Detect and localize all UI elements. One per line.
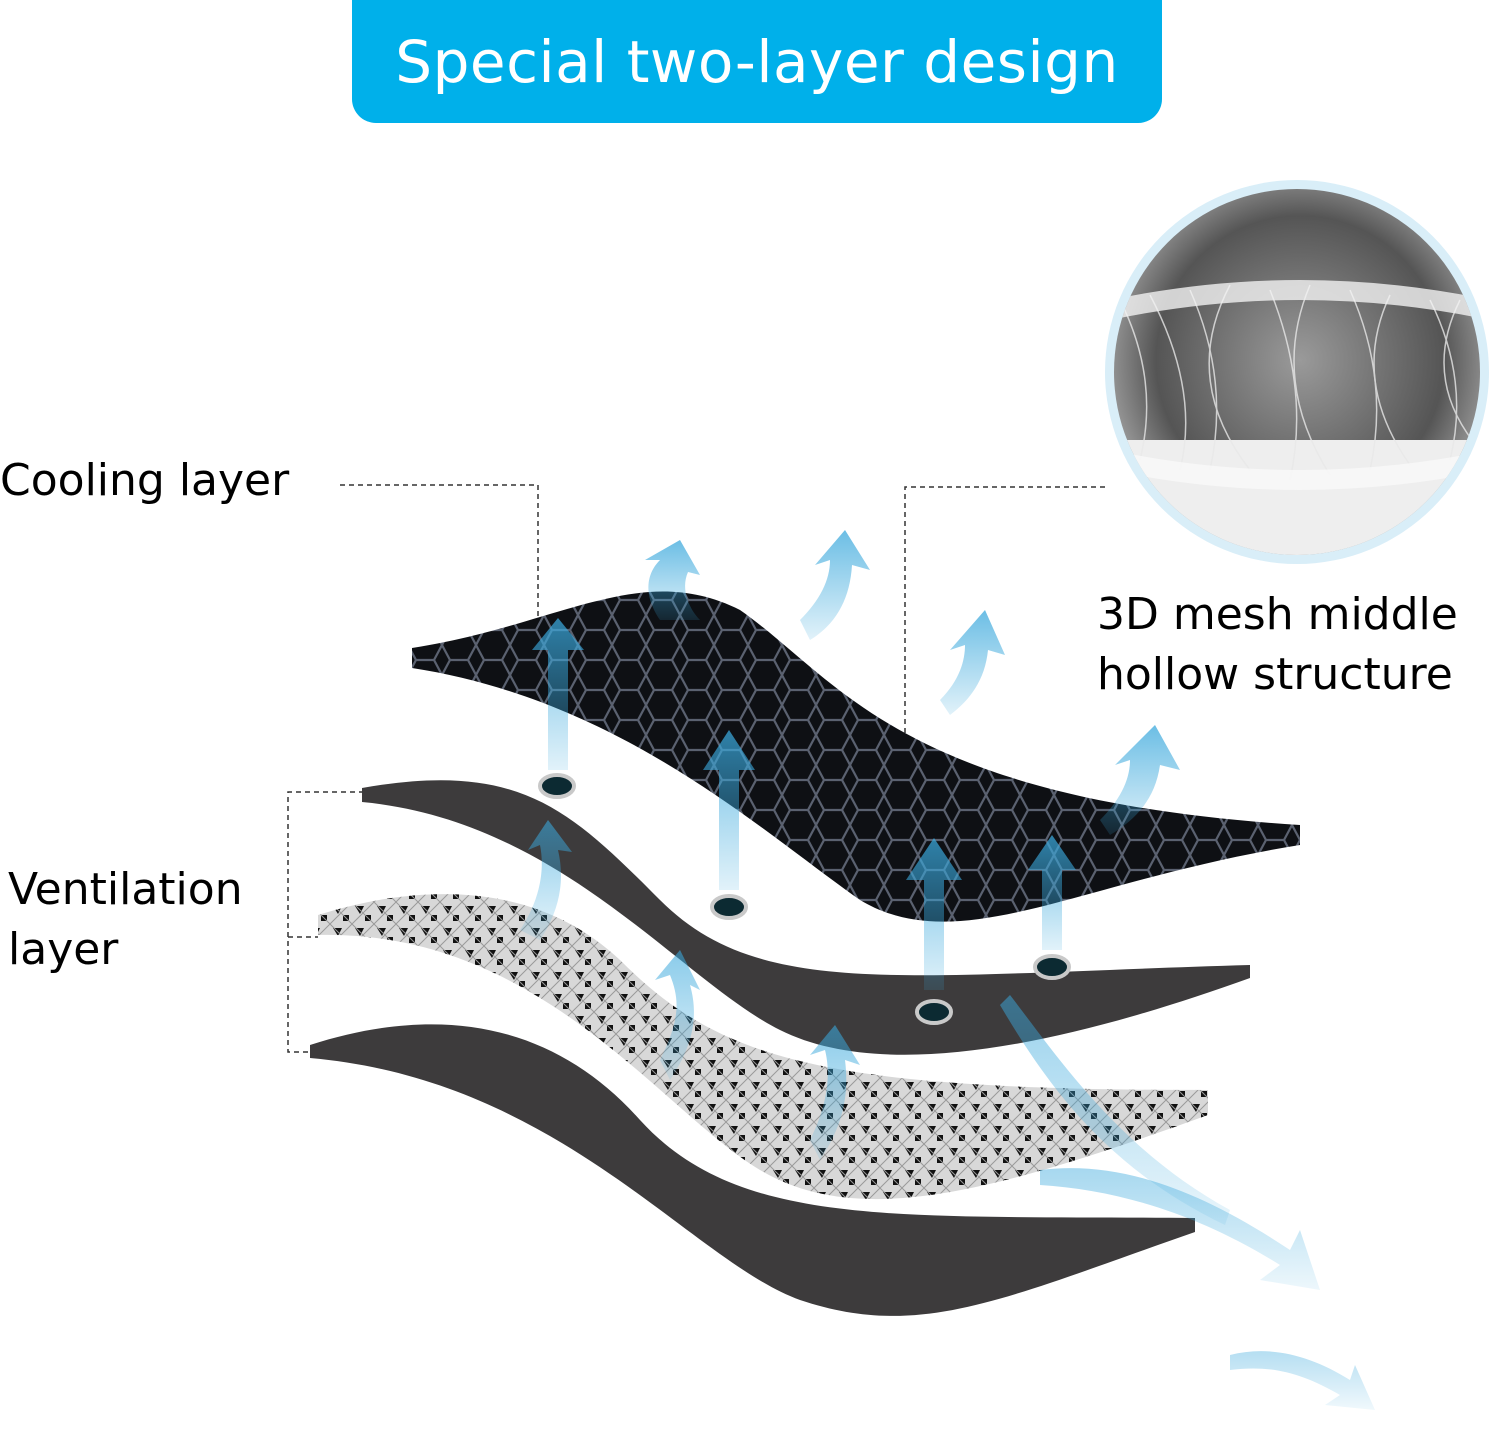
grommets — [538, 773, 1071, 1025]
bottom-sheet-layer — [310, 1024, 1195, 1316]
ventilation-layer-label-line1: Ventilation — [8, 864, 243, 915]
mesh-structure-label-line2: hollow structure — [1097, 649, 1453, 700]
cooling-mesh-layer — [412, 591, 1300, 922]
mesh-closeup-inset — [1105, 180, 1489, 564]
ventilation-layer-label-line2: layer — [8, 924, 119, 975]
cooling-layer-label: Cooling layer — [0, 455, 290, 506]
airflow-arrows — [520, 530, 1375, 1410]
leader-lines — [287, 484, 1105, 1053]
middle-sheet-layer — [362, 780, 1250, 1055]
mesh-structure-label-line1: 3D mesh middle — [1097, 589, 1458, 640]
ventilation-mesh-layer — [318, 894, 1208, 1200]
title-banner: Special two-layer design — [352, 0, 1162, 123]
banner-title: Special two-layer design — [395, 27, 1119, 96]
